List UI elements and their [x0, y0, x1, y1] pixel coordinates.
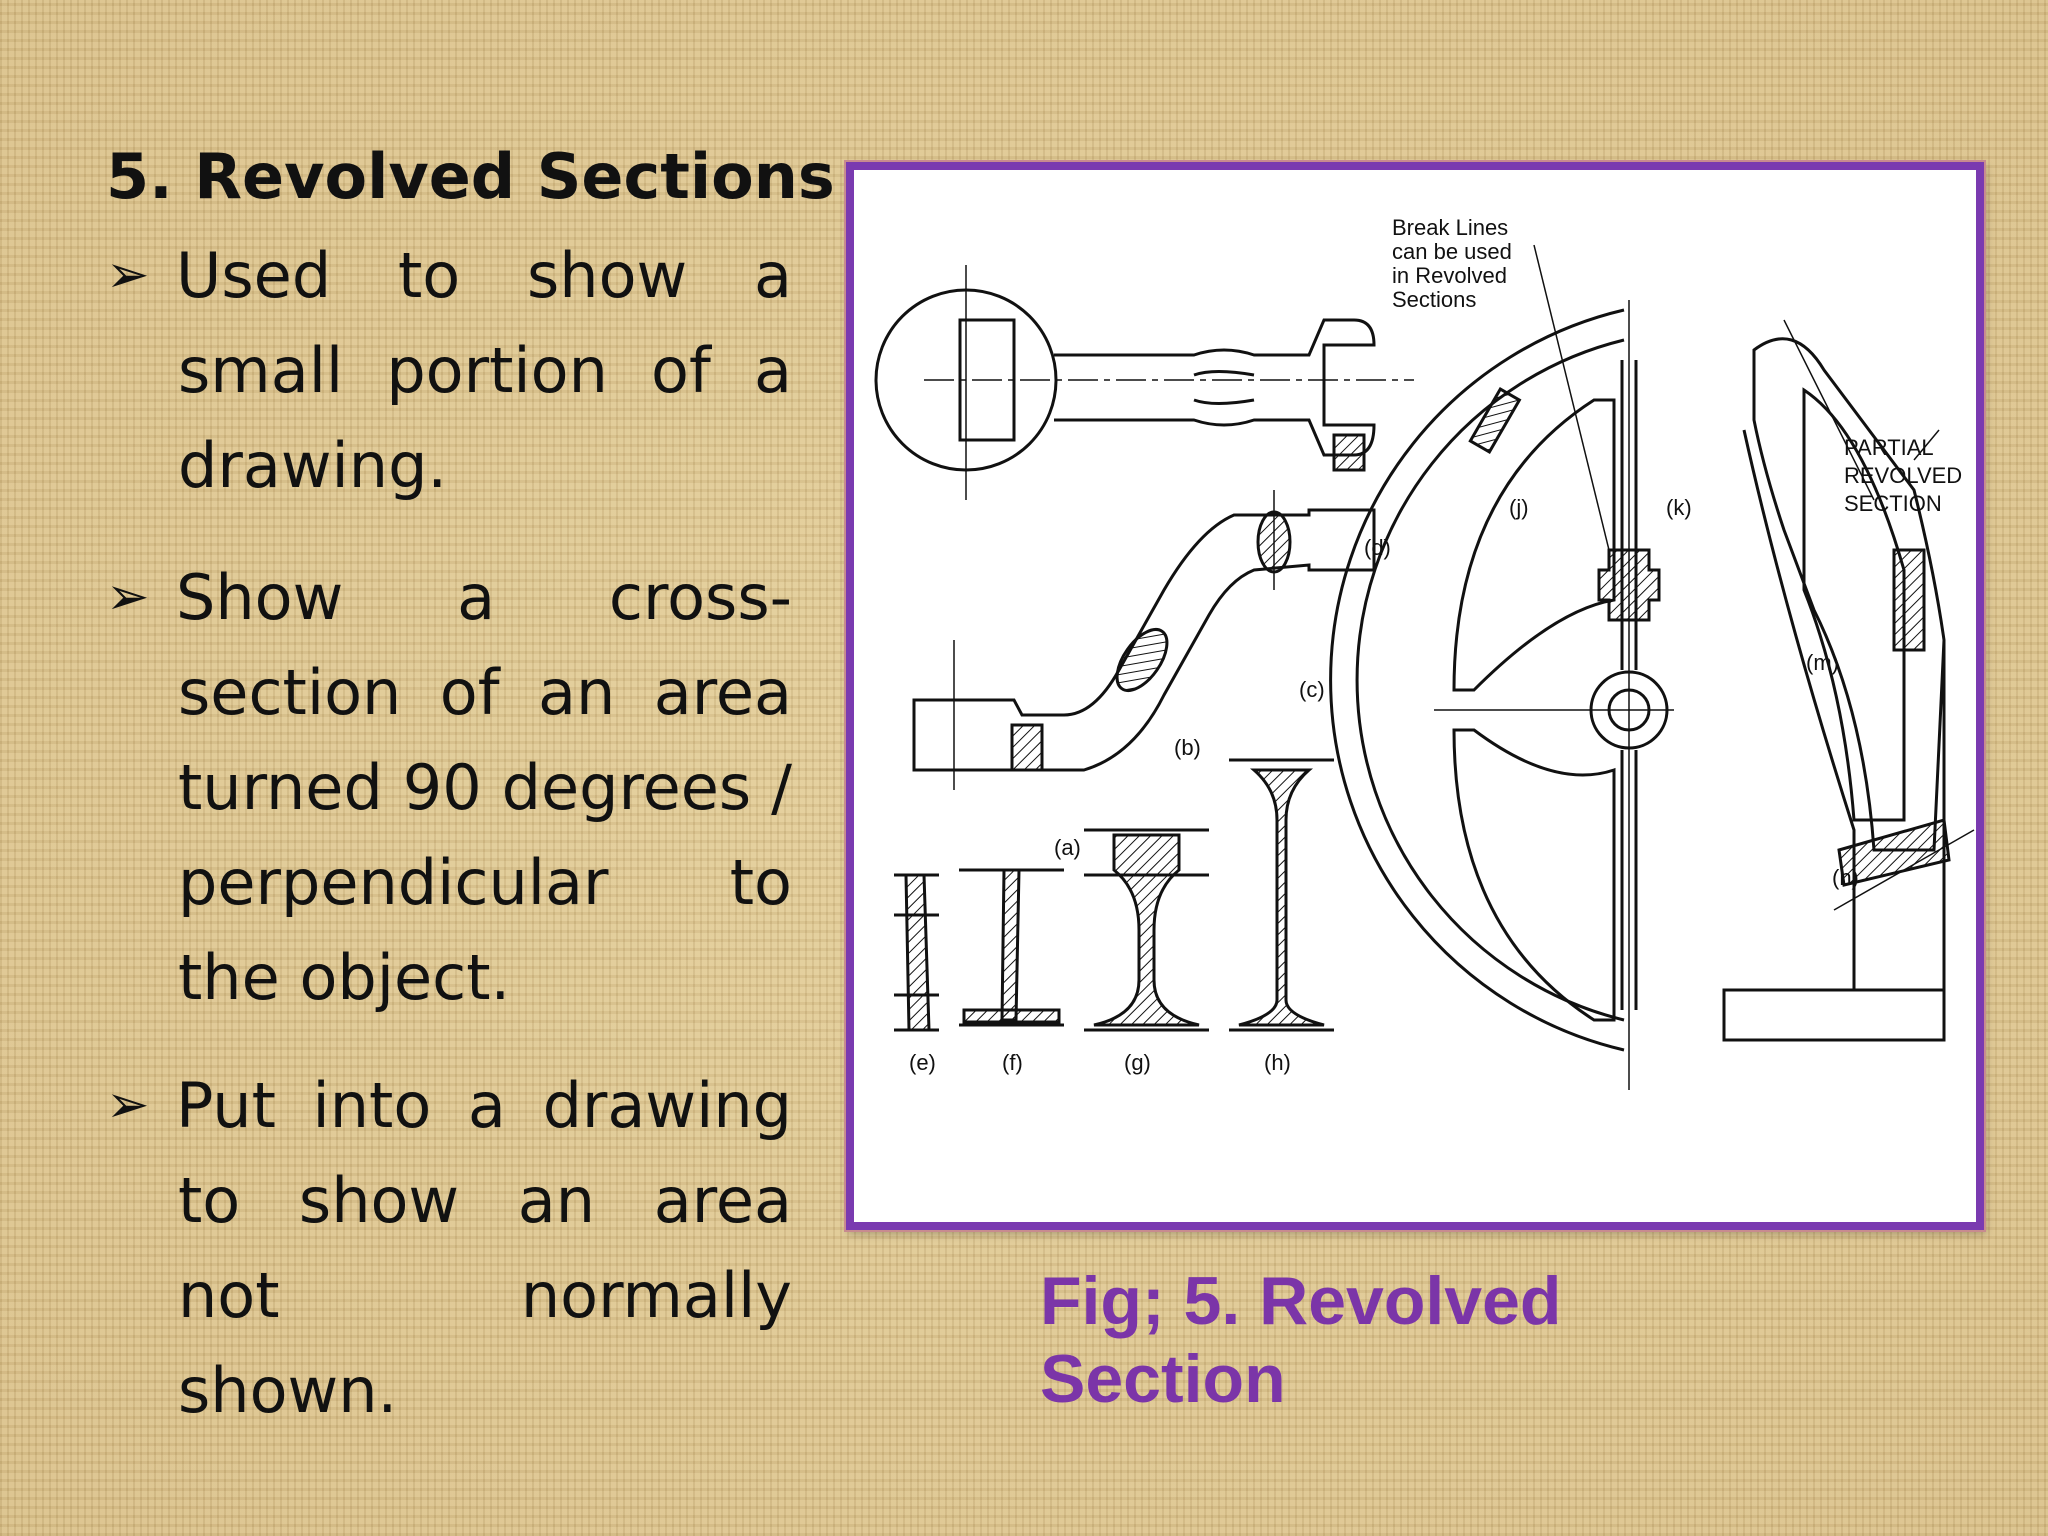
label-f: (f): [1002, 1050, 1023, 1075]
label-break-lines: Break Lines: [1392, 215, 1508, 240]
label-h: (h): [1264, 1050, 1291, 1075]
bullet-item: ➢ Show a cross-section of an area turned…: [106, 550, 792, 1025]
label-j: (j): [1509, 495, 1529, 520]
figure-frame: Break Lines can be used in Revolved Sect…: [846, 162, 1984, 1230]
bullet-text: Show a cross-section of an area turned 9…: [176, 561, 792, 1014]
label-b: (b): [1174, 735, 1201, 760]
label-c: (c): [1299, 677, 1325, 702]
label-partial: REVOLVED: [1844, 463, 1962, 488]
label-partial: SECTION: [1844, 491, 1942, 516]
label-k: (k): [1666, 495, 1692, 520]
arrow-bullet-icon: ➢: [106, 245, 150, 305]
label-d: (d): [1364, 535, 1391, 560]
wheel-parts-jk: [1329, 244, 1674, 1090]
label-break-lines: can be used: [1392, 239, 1512, 264]
bullet-text: Used to show a small portion of a drawin…: [176, 239, 792, 502]
bent-arm-parts-abc: [912, 490, 1376, 790]
arrow-bullet-icon: ➢: [106, 1075, 150, 1135]
label-n: (n): [1832, 865, 1859, 890]
bullet-item: ➢ Put into a drawing to show an area not…: [106, 1058, 792, 1438]
bullet-item: ➢ Used to show a small portion of a draw…: [106, 228, 792, 513]
arrow-bullet-icon: ➢: [106, 567, 150, 627]
figure-caption: Fig; 5. Revolved Section: [1040, 1263, 1562, 1417]
wrench-part-d: [874, 265, 1414, 500]
slide-title: 5. Revolved Sections: [106, 140, 835, 213]
bullet-text: Put into a drawing to show an area not n…: [176, 1069, 792, 1427]
arm-parts-mn: [1722, 319, 1975, 1042]
label-partial: PARTIAL: [1844, 435, 1934, 460]
label-m: (m): [1806, 650, 1839, 675]
label-break-lines: in Revolved: [1392, 263, 1507, 288]
revolved-section-drawing: Break Lines can be used in Revolved Sect…: [874, 215, 1975, 1090]
beam-sections-efgh: [894, 758, 1334, 1032]
label-e: (e): [909, 1050, 936, 1075]
label-g: (g): [1124, 1050, 1151, 1075]
label-a: (a): [1054, 835, 1081, 860]
label-break-lines: Sections: [1392, 287, 1476, 312]
